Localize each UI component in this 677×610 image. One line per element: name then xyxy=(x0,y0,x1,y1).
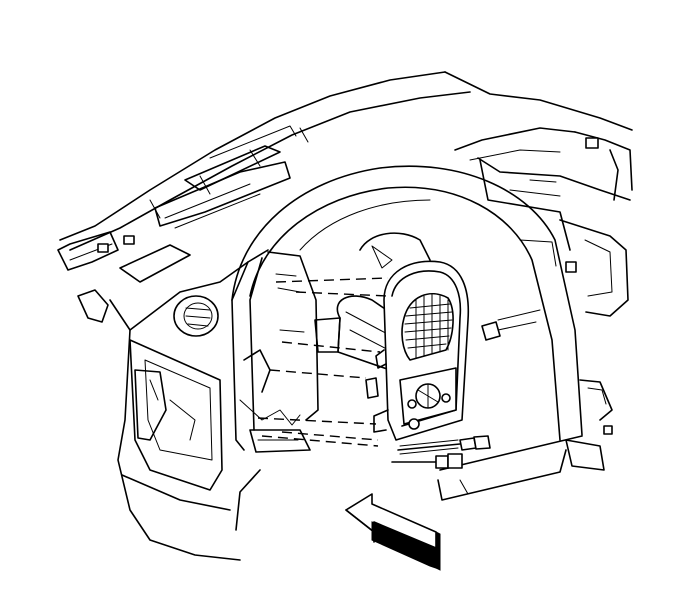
left-outer-panel xyxy=(109,249,269,561)
bolt-icon xyxy=(391,453,463,469)
bolt-icon xyxy=(397,435,491,455)
air-vent-icon xyxy=(173,295,219,337)
left-end-bracket xyxy=(57,231,191,323)
dash-top-surface xyxy=(59,71,633,251)
lower-dash-edge xyxy=(437,435,583,501)
cluster-opening-frame xyxy=(231,251,319,531)
air-vent-icon xyxy=(401,293,454,361)
arrow-icon xyxy=(345,493,441,571)
right-dash-structure xyxy=(477,131,633,471)
column-arch xyxy=(231,127,583,441)
alignment-lines xyxy=(257,277,389,447)
instrument-bezel xyxy=(365,260,470,441)
headlamp-switch-icon xyxy=(399,367,457,430)
